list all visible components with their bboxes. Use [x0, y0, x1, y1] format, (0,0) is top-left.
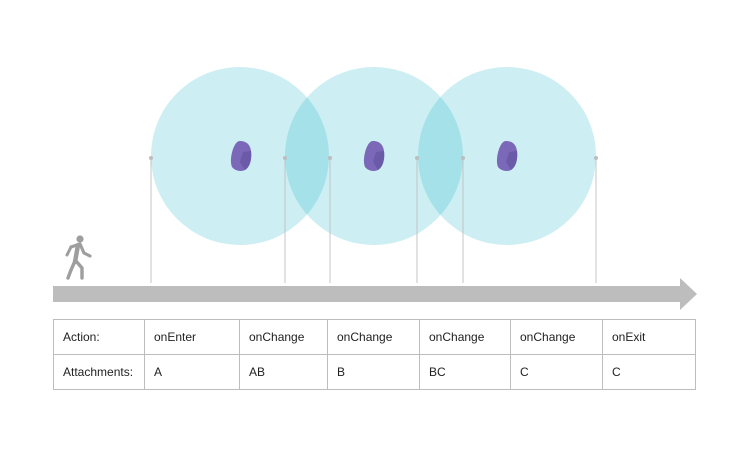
guide-enter-c — [415, 156, 419, 283]
boundary-guides — [149, 156, 598, 283]
guide-enter-b — [283, 156, 287, 283]
beacon-c — [496, 141, 518, 171]
action-cell: onEnter — [144, 319, 240, 355]
row-label-attachments: Attachments: — [53, 354, 145, 390]
guide-exit-b — [461, 156, 465, 283]
action-cell: onExit — [602, 319, 696, 355]
events-table: Action: onEnter onChange onChange onChan… — [53, 319, 696, 390]
action-cell: onChange — [510, 319, 603, 355]
beacon-icon — [496, 141, 518, 171]
attachment-cell: A — [144, 354, 240, 390]
action-row: Action: onEnter onChange onChange onChan… — [53, 319, 696, 355]
timeline-arrow — [53, 278, 697, 310]
attachment-cell: AB — [239, 354, 328, 390]
guide-exit-c — [594, 156, 598, 283]
beacon-icon — [230, 141, 252, 171]
action-cell: onChange — [419, 319, 511, 355]
attachment-cell: B — [327, 354, 420, 390]
row-label-action: Action: — [53, 319, 145, 355]
walking-person-icon — [65, 235, 92, 280]
action-cell: onChange — [239, 319, 328, 355]
guide-exit-a — [328, 156, 332, 283]
attachment-cell: C — [602, 354, 696, 390]
attachments-row: Attachments: A AB B BC C C — [53, 354, 696, 390]
beacon-icon — [363, 141, 385, 171]
attachment-cell: C — [510, 354, 603, 390]
beacon-b — [363, 141, 385, 171]
attachment-cell: BC — [419, 354, 511, 390]
action-cell: onChange — [327, 319, 420, 355]
guide-enter-a — [149, 156, 153, 283]
beacon-a — [230, 141, 252, 171]
